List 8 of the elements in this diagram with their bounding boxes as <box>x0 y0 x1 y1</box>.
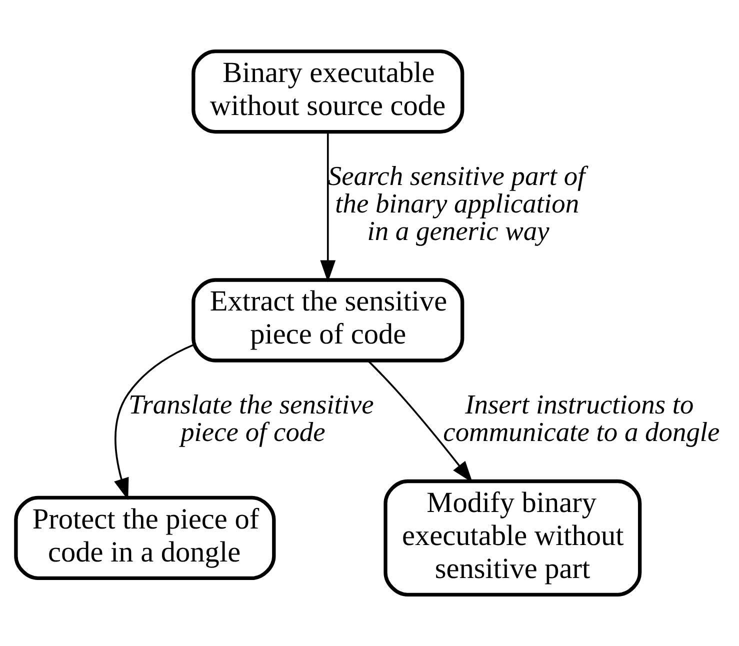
edge-label: Insert instructions to communicate to a dongle <box>443 390 720 448</box>
node-box: Protect the piece of code in a dongle <box>14 496 276 580</box>
node-box: Binary executable without source code <box>192 50 464 134</box>
node-box: Extract the sensitive piece of code <box>192 278 464 362</box>
edge-label: Translate the sensitive piece of code <box>128 390 374 448</box>
arrow <box>114 344 194 500</box>
arrow <box>320 132 336 282</box>
node-box: Modify binary executable without sensitive part <box>384 479 642 596</box>
